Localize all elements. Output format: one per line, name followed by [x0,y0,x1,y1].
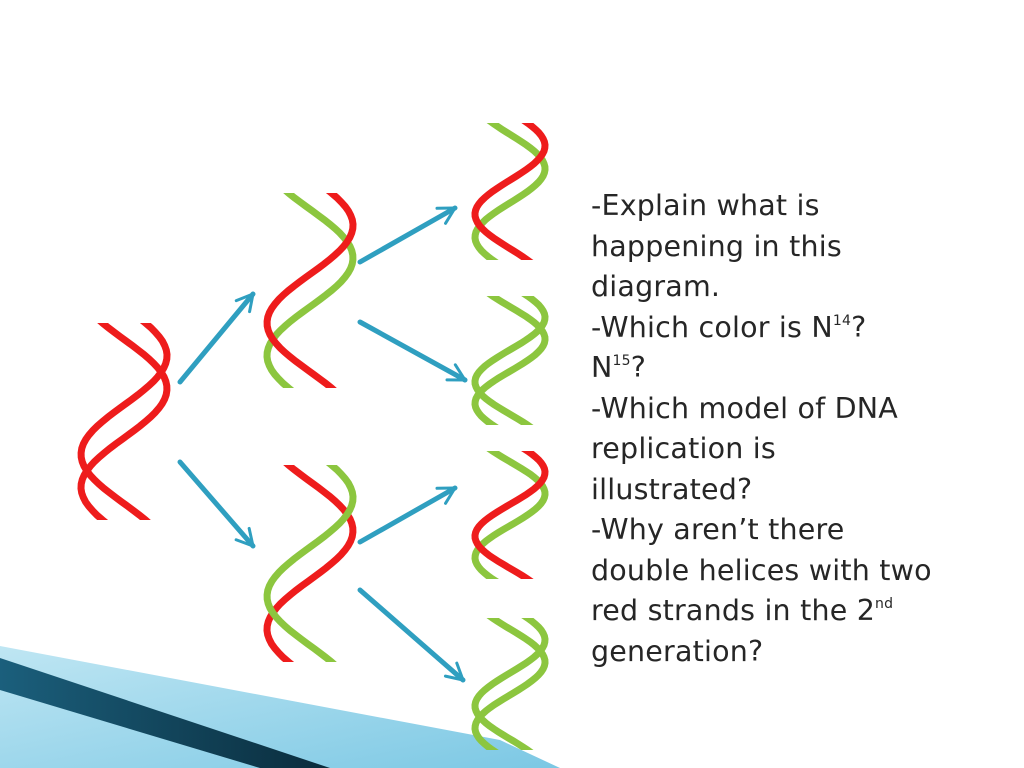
dna-strand-red [471,123,549,260]
dna-double-helix [471,296,549,425]
dna-strand-red [77,323,171,520]
dna-strand-red [263,465,357,662]
dna-double-helix [263,193,357,388]
arrow-icon [177,459,256,549]
question-line: red strands in the 2nd [591,591,1011,632]
dna-strand-green [263,193,357,388]
dna-strand-green [471,296,549,425]
dna-strand-green [471,123,549,260]
question-line: -Explain what is [591,189,820,222]
text-run: red strands in the 2 [591,594,876,627]
question-line: -Why aren’t there [591,513,845,546]
dna-strand-green [471,618,549,750]
question-line: -Which color is N14? [591,308,1011,349]
superscript: 14 [832,312,852,329]
question-line: N15? [591,348,1011,389]
discussion-questions: -Explain what is happening in this diagr… [591,186,1011,672]
superscript: nd [875,596,894,612]
text-run: ? [630,351,647,384]
arrow-icon [357,485,458,545]
question-line: illustrated? [591,472,753,506]
dna-double-helix [471,123,549,260]
dna-strand-green [471,451,549,579]
arrow-icon [357,319,468,383]
dna-strand-green [471,296,549,425]
question-line: -Which model of DNA [591,391,898,425]
dna-strand-red [77,323,171,520]
arrow-icon [357,205,458,265]
arrow-icon [177,291,256,385]
dna-strand-red [471,451,549,579]
corner-wedge-light [0,646,560,768]
dna-double-helix [77,323,171,520]
dna-double-helix [471,618,549,750]
question-line: diagram. [591,270,721,303]
text-run: ? [851,310,867,344]
arrow-icon [357,587,466,683]
dna-double-helix [263,465,357,662]
superscript: 15 [612,353,631,369]
text-run: N [591,351,613,384]
question-line: double helices with two [591,553,932,587]
dna-strand-red [263,193,357,388]
dna-strand-green [263,465,357,662]
question-line: generation? [591,634,764,668]
question-line: replication is [591,432,776,465]
question-line: happening in this [591,229,842,263]
dna-double-helix [471,451,549,579]
dna-strand-green [471,618,549,750]
corner-wedge-dark [0,658,330,768]
text-run: -Which color is N [591,310,833,344]
